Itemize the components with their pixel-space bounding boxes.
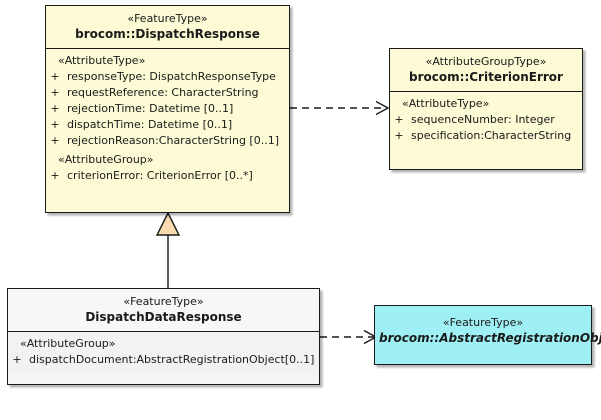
visibility-marker: + — [50, 134, 60, 147]
class-attributes: «AttributeGroup» + dispatchDocument:Abst… — [8, 332, 319, 373]
class-header: «FeatureType» brocom::AbstractRegistrati… — [375, 306, 601, 352]
attribute-label: responseType: DispatchResponseType — [67, 70, 276, 83]
class-box-criterion-error[interactable]: «AttributeGroupType» brocom::CriterionEr… — [389, 48, 583, 170]
class-box-abstract-registration-object[interactable]: «FeatureType» brocom::AbstractRegistrati… — [374, 305, 601, 365]
attribute-label: dispatchTime: Datetime [0..1] — [67, 118, 233, 131]
class-stereotype: «AttributeGroupType» — [425, 55, 547, 68]
attribute-row[interactable]: + responseType: DispatchResponseType — [46, 69, 289, 85]
class-header: «AttributeGroupType» brocom::CriterionEr… — [390, 49, 582, 92]
open-arrowhead-icon — [375, 100, 390, 116]
class-stereotype: «FeatureType» — [442, 316, 524, 329]
class-attributes: «AttributeType» + sequenceNumber: Intege… — [390, 92, 582, 149]
dependency-dispatchresponse-criterionerror[interactable] — [290, 100, 390, 116]
class-stereotype: «FeatureType» — [123, 295, 204, 308]
class-header: «FeatureType» brocom::DispatchResponse — [46, 6, 289, 49]
class-box-dispatch-data-response[interactable]: «FeatureType» DispatchDataResponse «Attr… — [7, 288, 320, 385]
compartment-label: «AttributeGroup» — [20, 337, 116, 350]
attribute-label: dispatchDocument:AbstractRegistrationObj… — [29, 353, 315, 366]
class-stereotype: «FeatureType» — [127, 12, 208, 25]
attribute-label: rejectionTime: Datetime [0..1] — [67, 102, 234, 115]
attribute-row[interactable]: + requestReference: CharacterString — [46, 85, 289, 101]
visibility-marker: + — [50, 169, 60, 182]
visibility-marker: + — [12, 353, 22, 366]
attribute-label: specification:CharacterString — [411, 129, 572, 142]
visibility-marker: + — [394, 129, 404, 142]
class-box-dispatch-response[interactable]: «FeatureType» brocom::DispatchResponse «… — [45, 5, 290, 213]
visibility-marker: + — [394, 113, 404, 126]
visibility-marker: + — [50, 118, 60, 131]
class-header: «FeatureType» DispatchDataResponse — [8, 289, 319, 332]
attribute-label: criterionError: CriterionError [0..*] — [67, 169, 253, 182]
attribute-row[interactable]: + criterionError: CriterionError [0..*] — [46, 168, 289, 184]
attribute-row[interactable]: + dispatchTime: Datetime [0..1] — [46, 117, 289, 133]
visibility-marker: + — [50, 102, 60, 115]
attribute-row[interactable]: + rejectionReason:CharacterString [0..1] — [46, 133, 289, 149]
attribute-label: rejectionReason:CharacterString [0..1] — [67, 134, 279, 147]
dependency-dispatchdataresponse-abstractregistrationobject[interactable] — [320, 329, 378, 345]
generalization-dispatchdataresponse-dispatchresponse[interactable] — [150, 211, 186, 291]
compartment-label: «AttributeType» — [58, 54, 146, 67]
attribute-row[interactable]: + sequenceNumber: Integer — [390, 112, 582, 128]
visibility-marker: + — [50, 86, 60, 99]
attribute-row[interactable]: + specification:CharacterString — [390, 128, 582, 144]
attribute-row[interactable]: + dispatchDocument:AbstractRegistrationO… — [8, 352, 319, 368]
class-name: brocom::AbstractRegistrationObject — [379, 331, 601, 345]
attribute-row[interactable]: + rejectionTime: Datetime [0..1] — [46, 101, 289, 117]
class-name: brocom::DispatchResponse — [75, 27, 260, 41]
class-name: DispatchDataResponse — [85, 310, 242, 324]
visibility-marker: + — [50, 70, 60, 83]
compartment-label: «AttributeGroup» — [58, 153, 154, 166]
attribute-label: requestReference: CharacterString — [67, 86, 259, 99]
class-name: brocom::CriterionError — [409, 70, 563, 84]
compartment-label: «AttributeType» — [402, 97, 490, 110]
hollow-triangle-icon — [155, 211, 181, 236]
class-attributes: «AttributeType» + responseType: Dispatch… — [46, 49, 289, 189]
attribute-label: sequenceNumber: Integer — [411, 113, 555, 126]
